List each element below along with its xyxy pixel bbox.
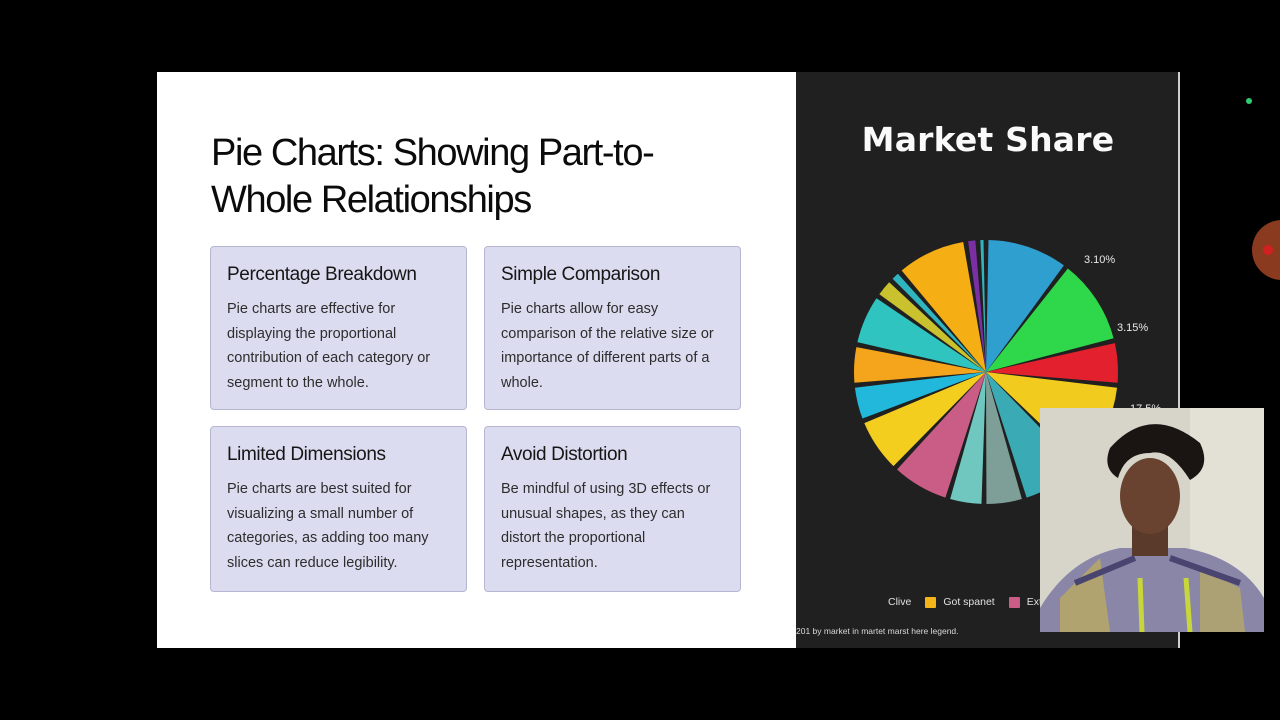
pie-slice-17	[968, 240, 986, 372]
presenter-webcam	[1040, 408, 1264, 632]
card-body: Pie charts are best suited for visualizi…	[227, 481, 429, 571]
pie-slice-10	[864, 372, 986, 467]
card-limited-dimensions: Limited Dimensions Pie charts are best s…	[210, 426, 467, 592]
legend-item: Got spanet	[925, 596, 995, 608]
pie-slice-7	[986, 372, 1022, 504]
pie-slice-3	[986, 343, 1118, 383]
card-heading: Percentage Breakdown	[227, 264, 417, 285]
card-heading: Simple Comparison	[501, 264, 660, 285]
pie-slice-18	[980, 240, 986, 372]
pie-slice-12	[854, 347, 986, 383]
chart-title: Market Share	[861, 120, 1115, 159]
presenter-figure	[1040, 408, 1264, 632]
pie-slice-2	[986, 268, 1114, 372]
slide-content: Pie Charts: Showing Part-to-Whole Relati…	[157, 72, 796, 648]
pie-slice-15	[892, 273, 986, 372]
card-body: Pie charts allow for easy comparison of …	[501, 301, 714, 391]
card-avoid-distortion: Avoid Distortion Be mindful of using 3D …	[484, 426, 741, 592]
card-heading: Limited Dimensions	[227, 444, 386, 465]
legend-label: Clive	[888, 596, 912, 608]
floating-record-button[interactable]	[1252, 220, 1280, 280]
legend-label: Got spanet	[943, 596, 995, 608]
pie-slice-8	[950, 372, 986, 504]
pie-slice-9	[897, 372, 986, 498]
card-body: Be mindful of using 3D effects or unusua…	[501, 481, 711, 571]
pie-slice-16	[901, 241, 986, 372]
legend-swatch	[1008, 596, 1020, 608]
slice-label-2: 3.15%	[1117, 322, 1149, 334]
pie-slice-14	[879, 282, 986, 372]
slice-label-1: 3.10%	[1084, 254, 1116, 266]
panel-edge	[1178, 72, 1180, 648]
legend-swatch	[925, 596, 937, 608]
recording-dot-icon	[1246, 98, 1252, 104]
pie-slice-13	[857, 298, 986, 372]
slide-title: Pie Charts: Showing Part-to-Whole Relati…	[211, 132, 655, 221]
card-body: Pie charts are effective for displaying …	[227, 301, 431, 391]
chart-footnote: 201 by market in martet marst here legen…	[796, 626, 959, 636]
pie-slice-1	[986, 240, 1064, 372]
chart-legend: Clive Got spanet Extb	[888, 594, 1062, 610]
card-simple-comparison: Simple Comparison Pie charts allow for e…	[484, 246, 741, 410]
pie-slice-11	[854, 372, 986, 419]
card-heading: Avoid Distortion	[501, 444, 628, 465]
record-icon	[1263, 245, 1273, 255]
card-percentage-breakdown: Percentage Breakdown Pie charts are effe…	[210, 246, 467, 410]
legend-item: Clive	[888, 596, 911, 608]
